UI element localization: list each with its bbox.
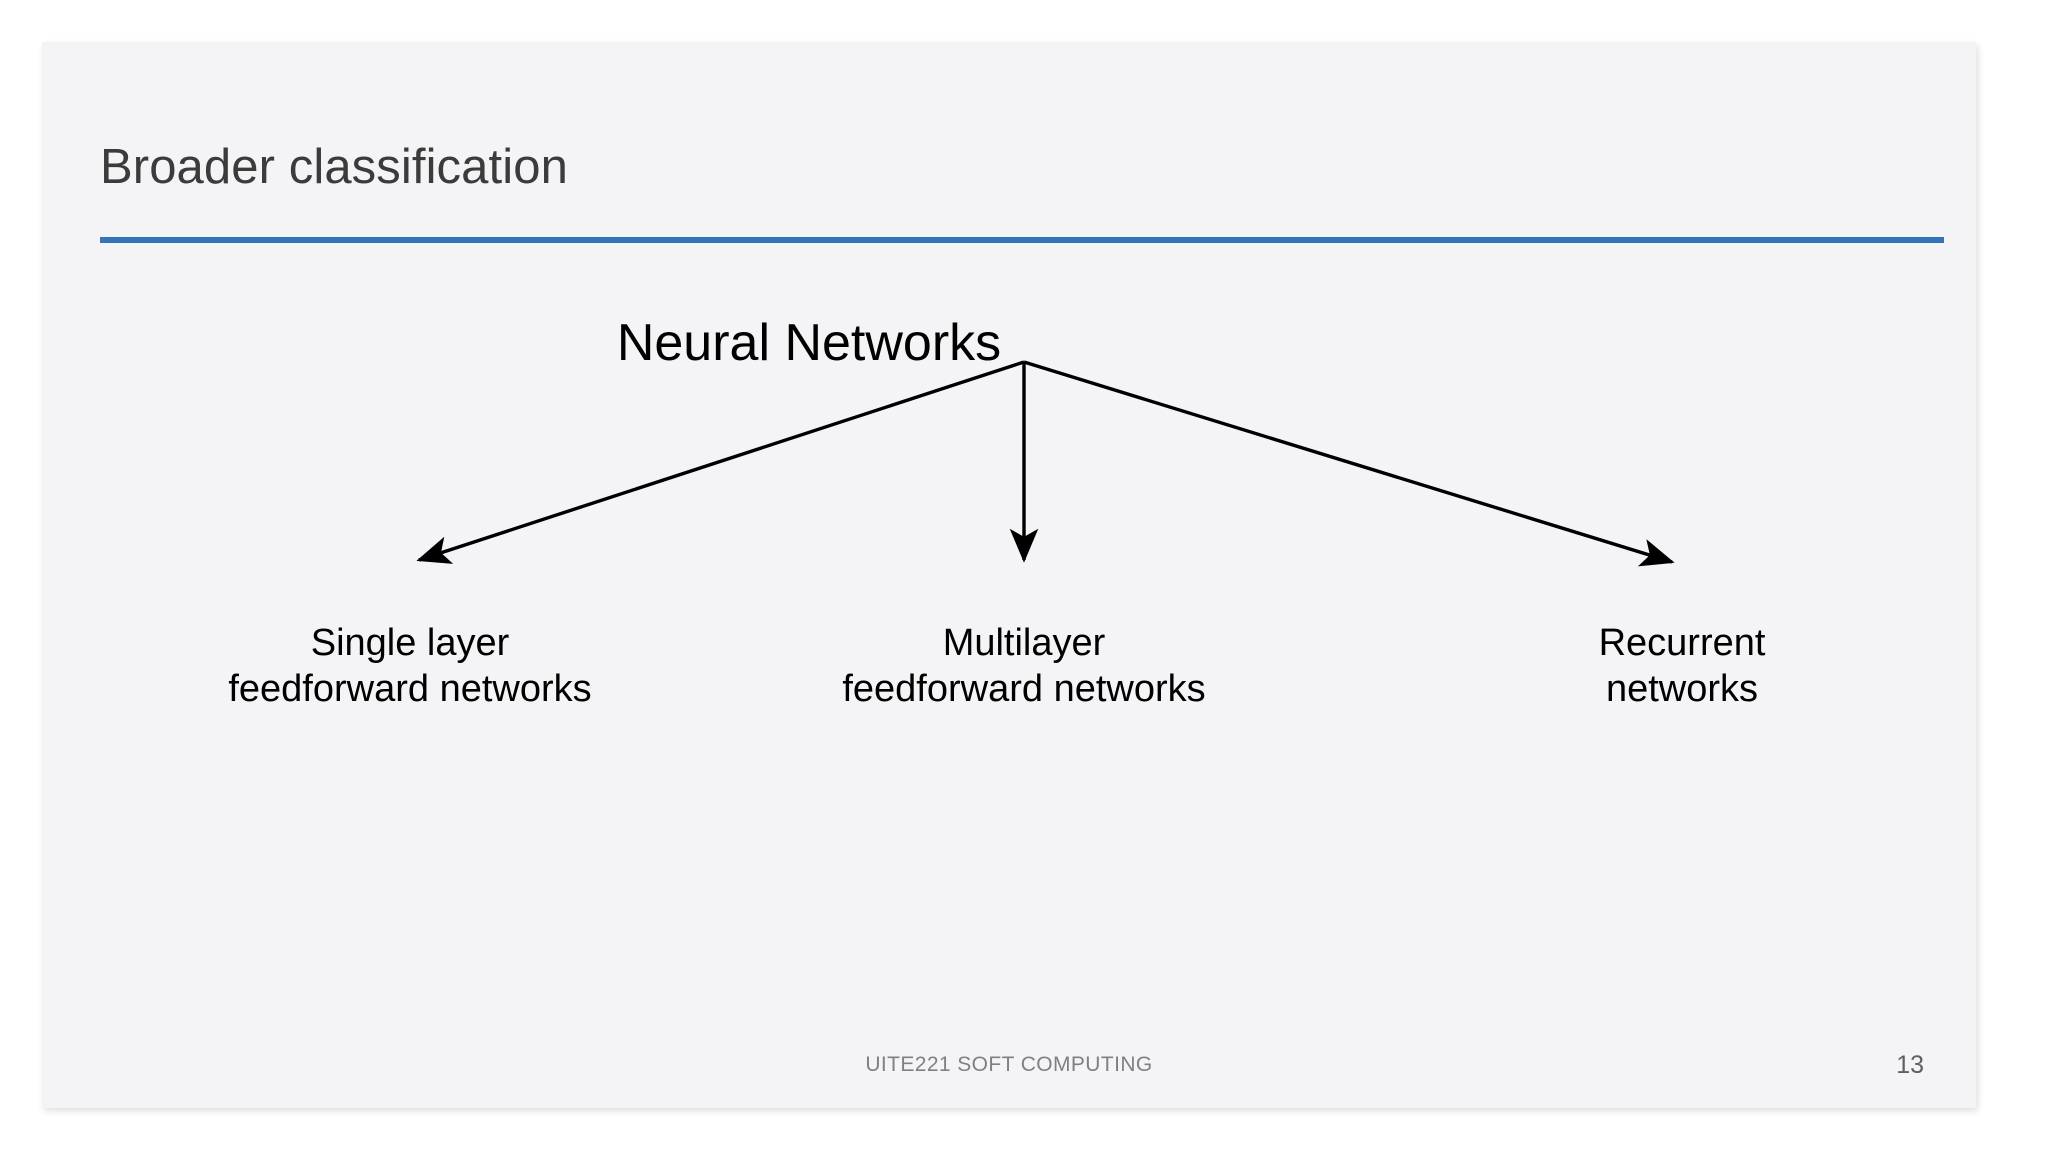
connector-root-to-left: [416, 360, 1025, 564]
title-divider: [100, 237, 1944, 243]
diagram-node-multilayer-feedforward: Multilayer feedforward networks: [842, 622, 1206, 711]
diagram-node-single-layer-feedforward: Single layer feedforward networks: [228, 622, 592, 711]
neural-network-classification-diagram: Neural Networks Single layer feedforward…: [42, 42, 1976, 1108]
diagram-connectors: [416, 360, 1675, 567]
diagram-node-recurrent: Recurrent networks: [1598, 622, 1766, 711]
slide-footer: UITE221 SOFT COMPUTING: [865, 1053, 1153, 1076]
diagram-node-root: Neural Networks: [616, 314, 1002, 372]
connector-root-to-right: [1023, 360, 1675, 567]
slide-canvas: Broader classification Neural Networks S…: [42, 42, 1976, 1108]
page-title: Broader classification: [100, 140, 568, 194]
page-number: 13: [1896, 1051, 1924, 1079]
